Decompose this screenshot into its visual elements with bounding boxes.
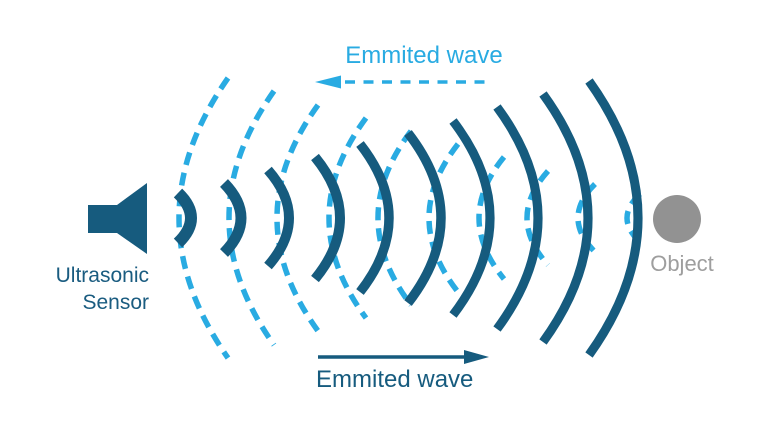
reflected-wave-arc <box>226 89 277 347</box>
emitted-wave-arc <box>311 153 345 283</box>
reflected-wave-arc <box>524 169 551 267</box>
emitted-wave-arc <box>173 188 197 248</box>
emitted-wave-arc <box>585 78 643 358</box>
emitted-wave-arc <box>356 141 394 295</box>
reflected-arrow-head <box>315 75 341 89</box>
reflected-wave-arc <box>176 76 231 360</box>
speaker-horn <box>117 183 147 254</box>
reflected-wave-arc <box>476 155 507 281</box>
emitted-wave-arc <box>404 130 446 306</box>
reflected-wave-arc <box>274 103 321 333</box>
emitted-wave-arrow-icon <box>318 350 489 364</box>
emitted-wave-arc <box>539 91 593 345</box>
reflected-wave-arc <box>375 129 414 307</box>
emitted-wave-arc <box>449 118 495 318</box>
emitted-arrow-head <box>464 350 489 364</box>
emitted-wave-arc <box>219 179 247 257</box>
emitted-wave-arcs <box>173 78 643 358</box>
reflected-wave-arc <box>326 116 369 320</box>
object-shape <box>653 195 701 243</box>
emitted-wave-arc <box>493 104 543 332</box>
speaker-icon <box>88 183 147 254</box>
bottom-wave-label: Emmited wave <box>316 366 474 393</box>
object-label: Object <box>650 251 714 276</box>
sensor-label-line1: Ultrasonic <box>55 264 149 287</box>
emitted-wave-arc <box>264 166 294 270</box>
sensor-label: Ultrasonic Sensor <box>28 262 149 316</box>
top-wave-label: Emmited wave <box>345 42 503 69</box>
sensor-label-line2: Sensor <box>82 291 149 314</box>
reflected-wave-arcs <box>176 76 642 360</box>
reflected-wave-arc <box>426 142 461 294</box>
object-circle <box>653 195 701 243</box>
reflected-wave-arrow-icon <box>315 75 492 89</box>
speaker-body <box>88 205 117 233</box>
